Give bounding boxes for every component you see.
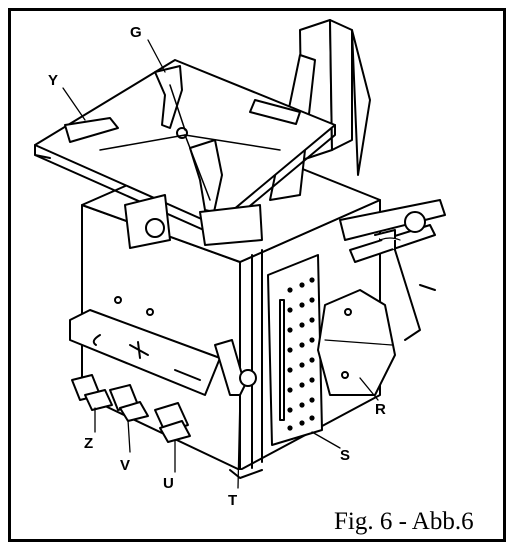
bead-breaker-arm [339, 199, 446, 341]
turntable-grooves [99, 84, 281, 201]
clamp-cylinder-mechanism [124, 194, 263, 249]
pedals [71, 374, 191, 443]
tool-rack [267, 254, 323, 446]
bead-breaker-blade [317, 289, 396, 396]
side-panel-plate [69, 296, 221, 396]
label-r: R [375, 401, 386, 418]
label-s: S [340, 447, 350, 464]
figure-caption: Fig. 6 - Abb.6 [334, 508, 474, 535]
label-t: T [228, 492, 237, 509]
reference-labels: G Y R S T U V Z [48, 24, 386, 509]
label-v: V [120, 457, 130, 474]
bead-breaker-lever [214, 339, 257, 396]
label-g: G [130, 24, 142, 41]
label-y: Y [48, 72, 58, 89]
leader-lines [62, 39, 379, 489]
label-u: U [163, 475, 174, 492]
label-z: Z [84, 435, 93, 452]
